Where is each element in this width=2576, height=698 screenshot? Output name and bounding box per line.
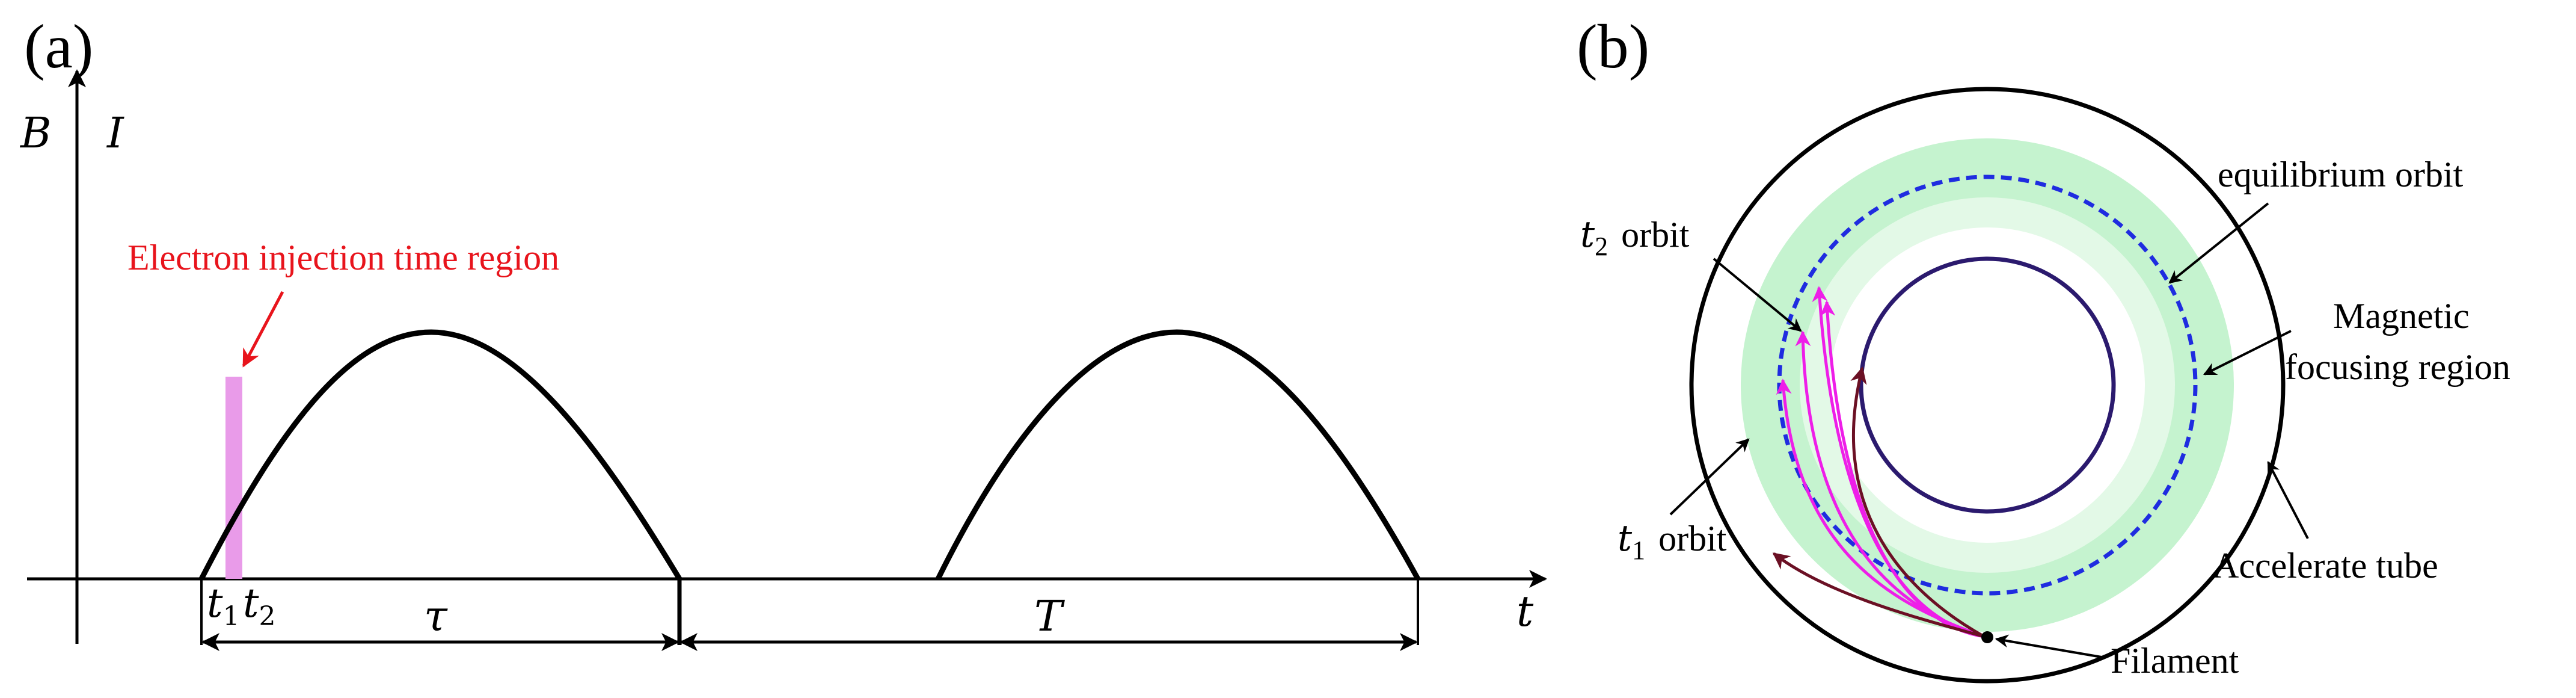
y-axis-label-i: I bbox=[106, 108, 124, 158]
equilibrium-orbit-arrow bbox=[2168, 202, 2269, 284]
field-pulse-1 bbox=[199, 329, 682, 581]
injection-annotation: Electron injection time region bbox=[127, 238, 559, 277]
y-axis-label-b: B bbox=[19, 108, 51, 158]
magnetic-region-label-1: Magnetic bbox=[2333, 296, 2470, 336]
inner-circle bbox=[1859, 256, 2116, 514]
x-axis-label-t: t bbox=[1516, 587, 1534, 636]
focusing-inner-edge bbox=[1830, 227, 2145, 543]
panel-a-label: (a) bbox=[24, 12, 93, 81]
escape-path-inner bbox=[1850, 366, 1986, 638]
accelerate-tube-label: Accelerate tube bbox=[2213, 546, 2438, 585]
t1-orbit-arrow bbox=[1669, 438, 1750, 516]
field-pulse-2 bbox=[935, 329, 1420, 581]
injection-annotation-arrow bbox=[242, 291, 284, 368]
injection-bar bbox=[225, 377, 242, 579]
filament-dot bbox=[1981, 631, 1993, 643]
electron-paths bbox=[1772, 286, 1986, 638]
equilibrium-orbit-label: equilibrium orbit bbox=[2218, 155, 2464, 194]
magnetic-region-arrow bbox=[2203, 330, 2292, 375]
t2-label: t2 bbox=[243, 580, 276, 632]
panel-a: (a) B I t τ T t1 t2 Electron injection t… bbox=[19, 12, 1547, 651]
filament-arrow bbox=[1995, 634, 2102, 658]
escape-path-outer bbox=[1772, 552, 1985, 638]
panel-b-label: (b) bbox=[1577, 12, 1649, 81]
filament-label: Filament bbox=[2111, 641, 2239, 681]
t1-label: t1 bbox=[207, 580, 240, 632]
period-label: T bbox=[1034, 591, 1065, 641]
tau-label: τ bbox=[424, 591, 448, 641]
t2-orbit-arrow bbox=[1713, 258, 1802, 332]
magnetic-region-label-2: focusing region bbox=[2285, 347, 2510, 387]
accelerate-tube-arrow bbox=[2267, 461, 2309, 539]
